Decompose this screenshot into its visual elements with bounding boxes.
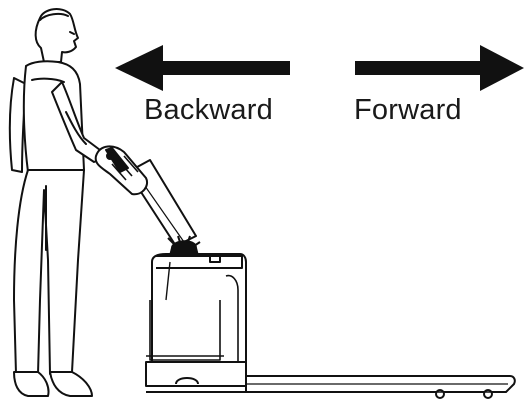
control-handle bbox=[96, 146, 200, 256]
pallet-truck-body bbox=[146, 254, 246, 392]
forward-label: Forward bbox=[354, 94, 462, 127]
pallet-truck-forks bbox=[246, 376, 515, 398]
operator-figure bbox=[10, 9, 104, 396]
backward-arrow-icon bbox=[115, 45, 290, 91]
forward-arrow-icon bbox=[355, 45, 524, 91]
backward-label: Backward bbox=[144, 94, 273, 127]
